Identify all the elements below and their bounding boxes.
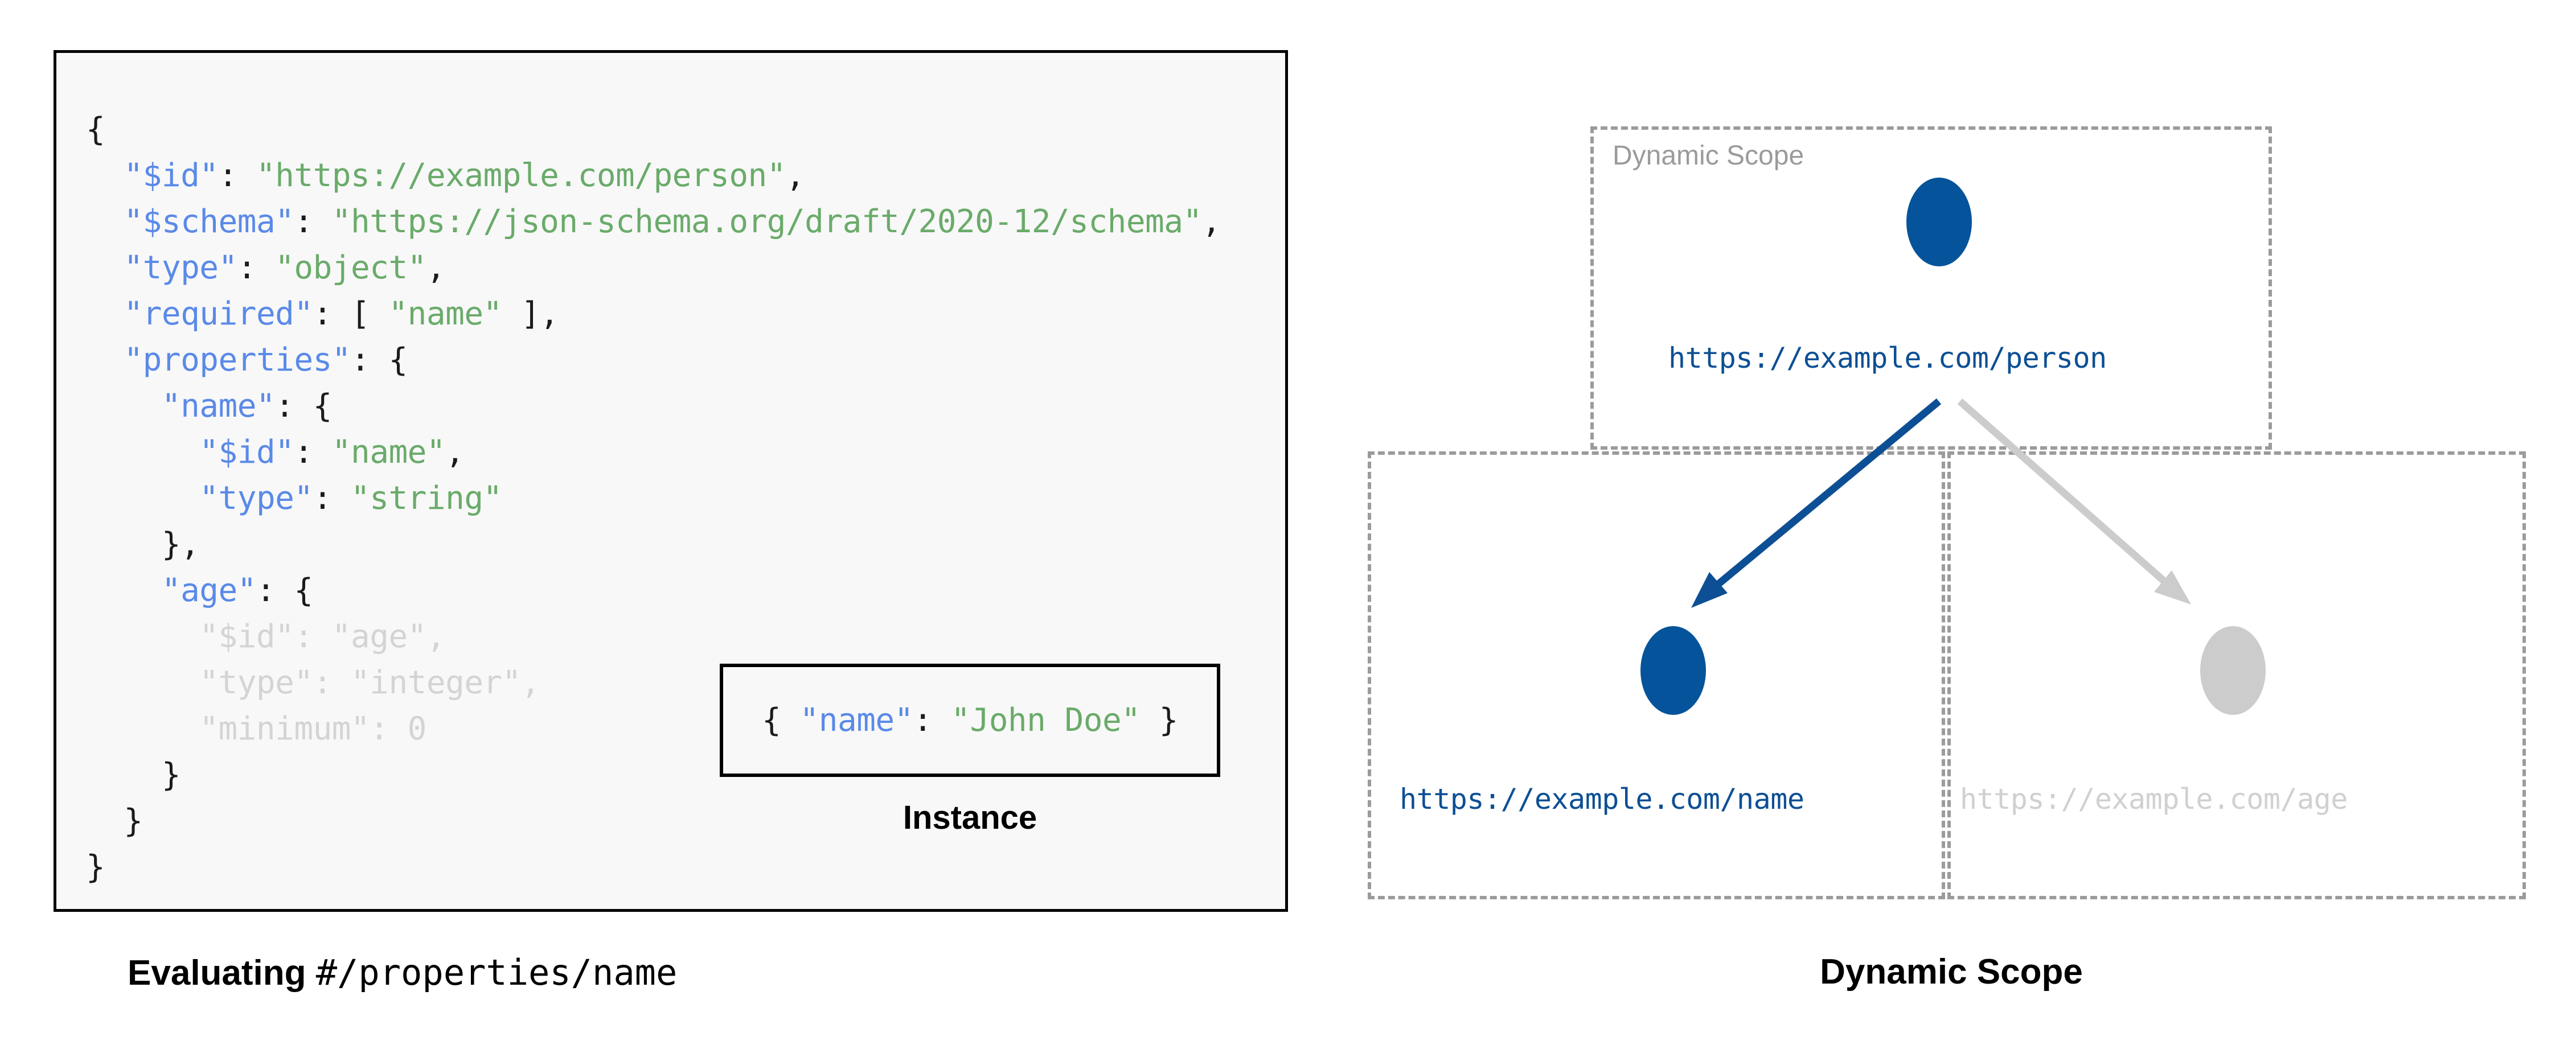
node-name <box>1640 626 1706 715</box>
scope-box-label: Dynamic Scope <box>1613 141 1804 171</box>
right-caption: Dynamic Scope <box>1820 952 2083 992</box>
code-line: "$id": "https://example.com/person", <box>124 157 805 194</box>
code-line: } <box>86 803 143 840</box>
code-line: "age": { <box>161 572 313 609</box>
code-line: "type": "object", <box>124 249 446 286</box>
code-line: }, <box>86 526 200 563</box>
instance-box: { "name": "John Doe" } <box>720 664 1220 777</box>
code-line: } <box>86 756 181 793</box>
code-line: } <box>86 849 105 886</box>
node-label-name: https://example.com/name <box>1400 783 1804 816</box>
node-label-person: https://example.com/person <box>1668 342 2107 375</box>
code-line: "$id": "age", <box>86 618 446 655</box>
left-caption-pointer: #/properties/name <box>315 952 678 993</box>
schema-code-box: { "$id": "https://example.com/person", "… <box>54 50 1288 912</box>
left-caption-bold: Evaluating <box>128 953 316 993</box>
code-line: { <box>86 111 105 148</box>
left-caption: Evaluating #/properties/name <box>128 952 677 993</box>
schema-panel: { "$id": "https://example.com/person", "… <box>54 50 1288 993</box>
scope-box-age <box>1947 451 2526 899</box>
scope-box-person <box>1590 126 2272 450</box>
node-person <box>1906 178 1972 266</box>
code-line: "type": "string" <box>199 480 502 517</box>
code-line: "type": "integer", <box>86 664 540 701</box>
dynamic-scope-panel: Dynamic Scope https://example.com/person… <box>1327 0 2576 1053</box>
schema-code-listing: { "$id": "https://example.com/person", "… <box>86 106 1221 890</box>
code-line: "properties": { <box>124 342 408 379</box>
scope-box-name <box>1368 451 1945 899</box>
instance-label: Instance <box>903 799 1037 836</box>
code-line: "$schema": "https://json-schema.org/draf… <box>124 203 1221 240</box>
node-age <box>2200 626 2266 715</box>
code-line: "minimum": 0 <box>86 710 426 747</box>
code-line: "$id": "name", <box>199 434 465 471</box>
code-line: "required": [ "name" ], <box>124 295 559 332</box>
node-label-age: https://example.com/age <box>1960 783 2348 816</box>
code-line: "name": { <box>161 388 332 425</box>
instance-code: { "name": "John Doe" } <box>762 702 1178 739</box>
